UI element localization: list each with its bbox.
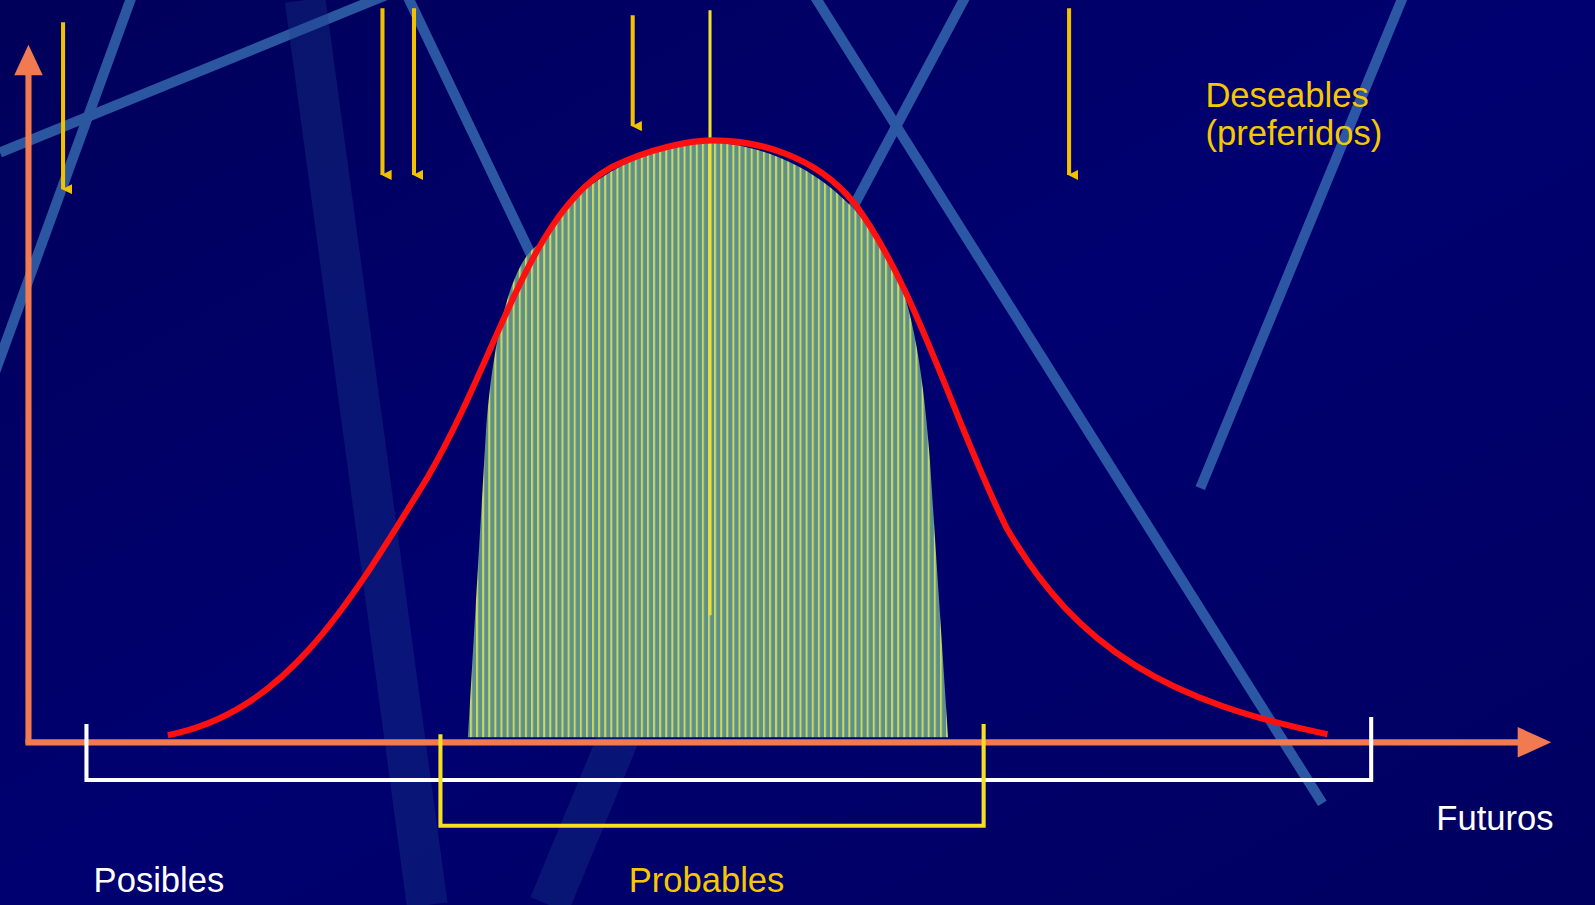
axes [14, 45, 1551, 758]
probable-bracket [440, 724, 983, 826]
desirable-label: Deseables (preferidos) [1205, 75, 1449, 152]
background-stripes [0, 0, 1404, 803]
axis-label: Futuros [1436, 798, 1589, 837]
possible-label: Posibles [94, 860, 297, 899]
desirable-arrows [63, 8, 1069, 189]
center-line [708, 10, 711, 615]
bell-curve [168, 140, 1328, 735]
possible-bracket [86, 717, 1371, 780]
probable-label: Probables [629, 860, 853, 899]
